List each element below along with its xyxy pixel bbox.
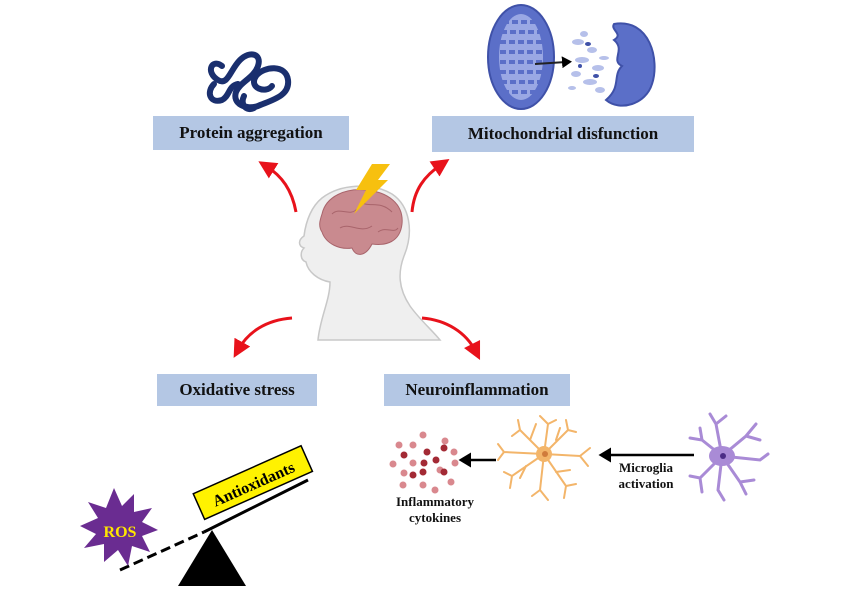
mitochondrion-damaged-icon [568, 22, 656, 107]
neuroinflammation-label: Neuroinflammation [384, 374, 570, 406]
protein-aggregate-icon [206, 51, 292, 112]
activated-microglia-icon [497, 415, 591, 501]
ros-label: ROS [104, 524, 137, 541]
arrow-to-protein-aggregation [258, 161, 298, 213]
cytokines-caption-line2: cytokines [409, 510, 461, 525]
mitochondrion-healthy-icon [487, 4, 555, 110]
seesaw-beam-solid [203, 478, 309, 534]
human-head-icon [298, 185, 442, 341]
seesaw-fulcrum-icon [178, 530, 246, 586]
cytokines-caption-line1: Inflammatory [396, 494, 474, 509]
lightning-bolt-icon [354, 164, 390, 214]
microglia-caption-line1: Microglia [619, 460, 673, 475]
mitochondria-transition-arrow [534, 56, 572, 69]
microglia-activation-caption: Microglia activation [606, 460, 686, 492]
inflammatory-cytokines-caption: Inflammatory cytokines [380, 494, 490, 526]
arrow-to-oxidative-stress [233, 316, 293, 358]
resting-microglia-icon [688, 412, 770, 502]
inflammatory-cytokines-icon [389, 431, 459, 494]
ros-star-icon: ROS [80, 488, 158, 566]
seesaw-beam-dashed [119, 530, 205, 572]
arrow-to-neuroinflammation [421, 316, 481, 361]
oxidative-stress-label: Oxidative stress [157, 374, 317, 406]
mitochondrial-dysfunction-label: Mitochondrial disfunction [432, 116, 694, 152]
microglia-caption-line2: activation [618, 476, 674, 491]
arrow-to-mitochondrial-dysfunction [410, 159, 450, 213]
protein-aggregation-label: Protein aggregation [153, 116, 349, 150]
